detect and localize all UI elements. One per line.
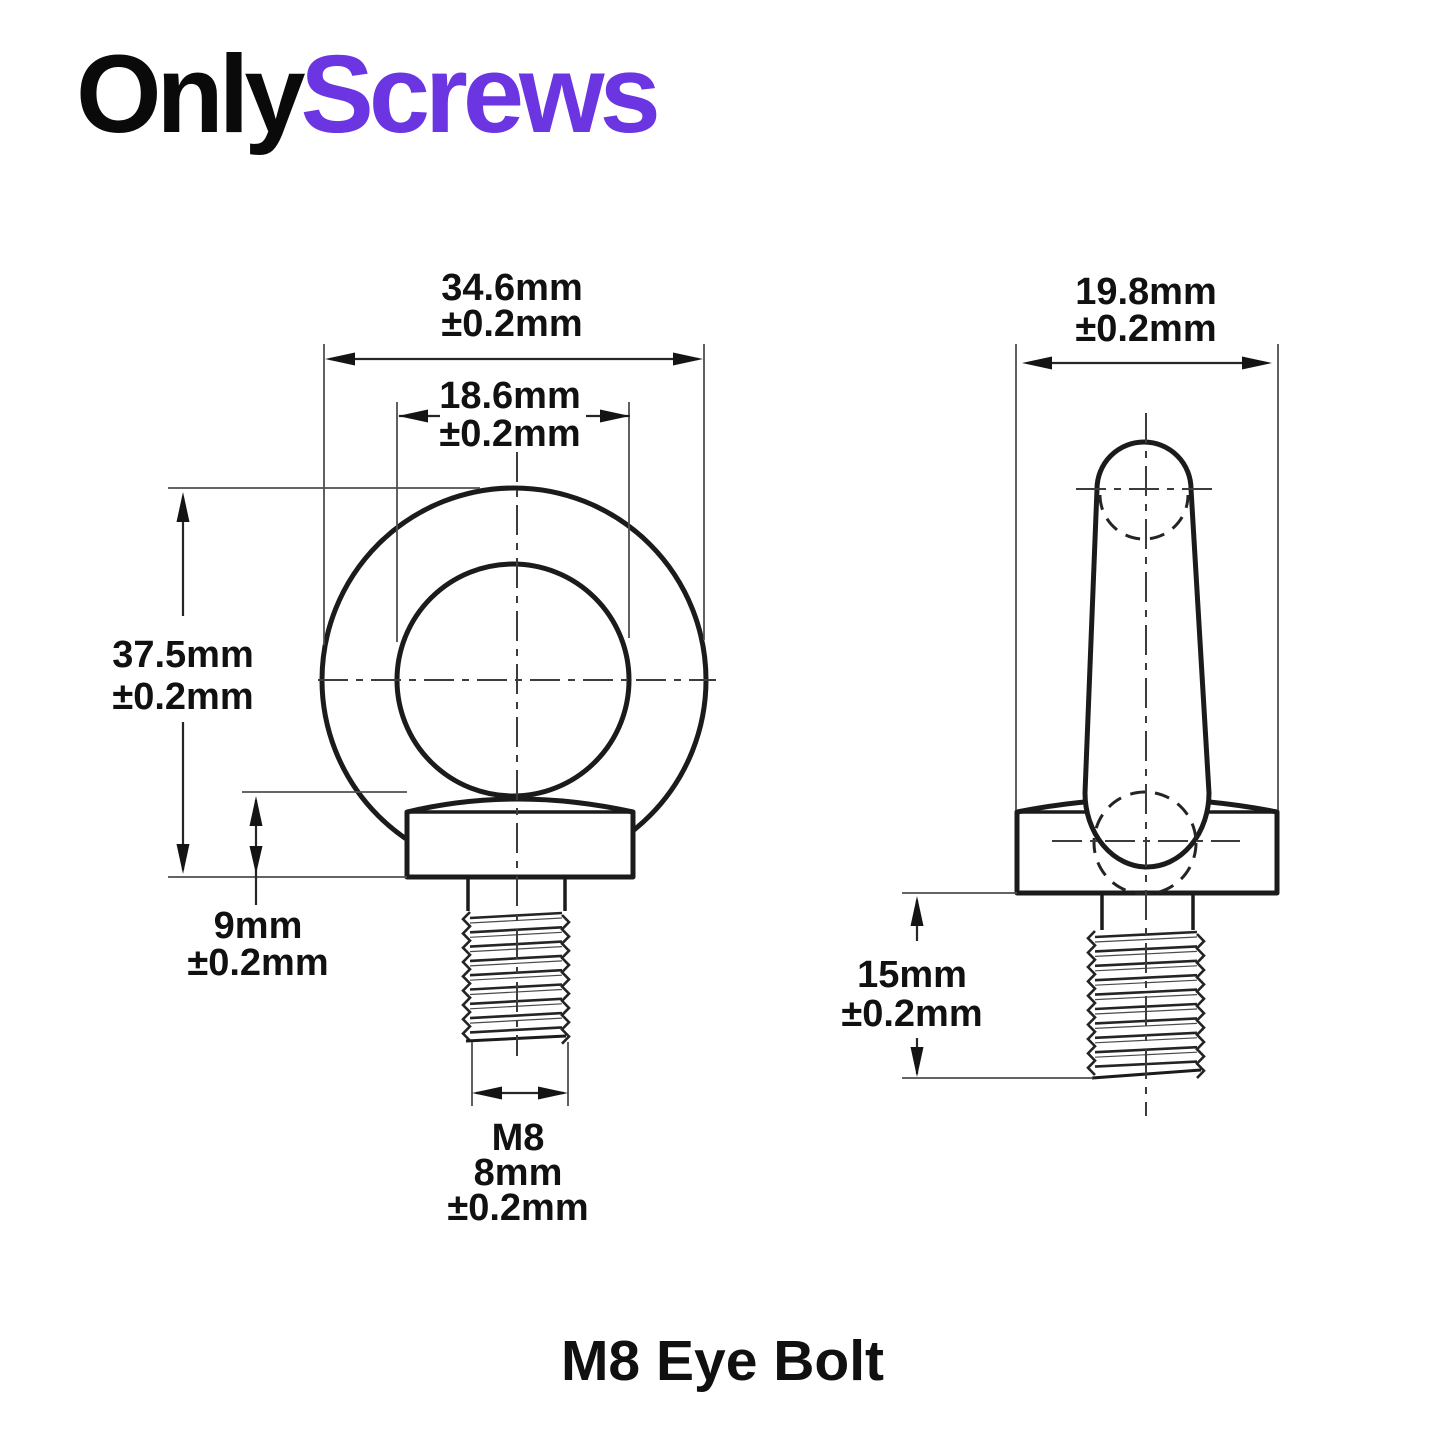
arrowhead-right (538, 1086, 568, 1100)
arrowhead-left (325, 352, 355, 366)
arrowhead-right (673, 352, 703, 366)
product-title: M8 Eye Bolt (560, 1329, 885, 1393)
dim-overall-height-tolerance: ±0.2mm (112, 676, 253, 718)
shank-neck-front (466, 877, 567, 911)
dimension-thread-length: 15mm ±0.2mm (841, 892, 1093, 1079)
side-view (1014, 413, 1280, 1116)
dim-thread-designation: M8 (492, 1117, 545, 1159)
dimension-eye-inner: 18.6mm ±0.2mm (396, 375, 630, 642)
dimension-collar-height: 9mm ±0.2mm (187, 791, 407, 984)
dim-collar-diameter-tolerance: ±0.2mm (1075, 308, 1216, 350)
dim-collar-diameter-value: 19.8mm (1075, 271, 1217, 313)
dimension-collar-diameter: 19.8mm ±0.2mm (1015, 271, 1279, 810)
brand-logo: OnlyScrews (76, 33, 661, 156)
brand-logo-part1: Only (76, 33, 305, 156)
arrowhead-up (249, 796, 263, 826)
brand-logo-part2: Screws (300, 33, 661, 156)
front-view (318, 452, 716, 1056)
arrowhead-down (249, 846, 263, 874)
arrowhead-up (176, 492, 190, 522)
arrowhead-left (398, 409, 428, 423)
dim-thread-length-tolerance: ±0.2mm (841, 993, 982, 1035)
dim-collar-height-value: 9mm (214, 905, 303, 947)
arrowhead-left (1022, 356, 1052, 370)
dim-overall-height-value: 37.5mm (112, 634, 254, 676)
dimension-eye-outer: 34.6mm ±0.2mm (323, 267, 705, 645)
arrowhead-up (910, 896, 924, 926)
dim-eye-outer-tolerance: ±0.2mm (441, 303, 582, 345)
shank-neck-side (1100, 893, 1195, 930)
arrowhead-right (1242, 356, 1272, 370)
dimension-thread-diameter: M8 8mm ±0.2mm (447, 1042, 589, 1229)
arrowhead-down (910, 1047, 924, 1077)
arrowhead-right (600, 409, 630, 423)
dimension-overall-height: 37.5mm ±0.2mm (112, 487, 480, 878)
dim-eye-outer-value: 34.6mm (441, 267, 583, 309)
dim-eye-inner-tolerance: ±0.2mm (439, 413, 580, 455)
arrowhead-left (472, 1086, 502, 1100)
dim-thread-diameter-tolerance: ±0.2mm (447, 1187, 588, 1229)
dim-eye-inner-value: 18.6mm (439, 375, 581, 417)
dim-collar-height-tolerance: ±0.2mm (187, 942, 328, 984)
dim-thread-diameter-value: 8mm (474, 1152, 563, 1194)
dim-thread-length-value: 15mm (857, 954, 967, 996)
arrowhead-down (176, 844, 190, 874)
